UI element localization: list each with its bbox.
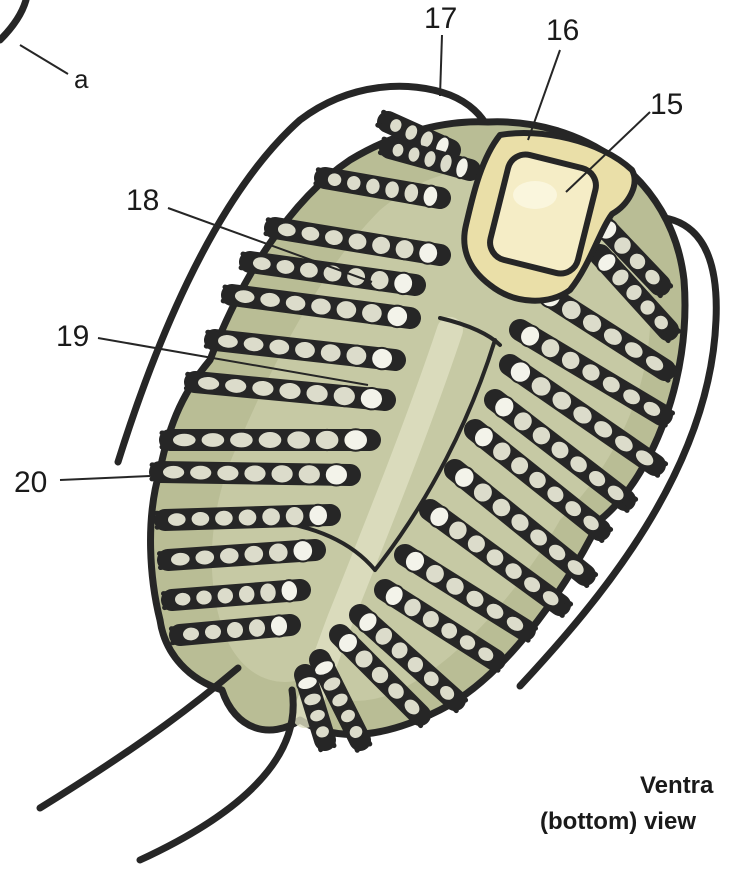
view-caption-line2: (bottom) view [540, 808, 696, 836]
view-caption-line1: Ventra [640, 772, 713, 800]
leader-17 [440, 35, 442, 96]
label-15: 15 [650, 88, 683, 121]
leg-left-9 [162, 429, 370, 450]
label-19: 19 [56, 320, 89, 353]
label-17: 17 [424, 2, 457, 35]
hypostome-highlight [513, 181, 557, 209]
label-20: 20 [14, 466, 47, 499]
antenna-top-left [0, 0, 26, 40]
label-a: a [74, 64, 89, 94]
leader-a [20, 45, 68, 74]
leader-20 [60, 476, 150, 480]
label-16: 16 [546, 14, 579, 47]
label-18: 18 [126, 184, 159, 217]
tail-cercus-left [40, 668, 238, 808]
leg-left-10 [152, 464, 350, 486]
